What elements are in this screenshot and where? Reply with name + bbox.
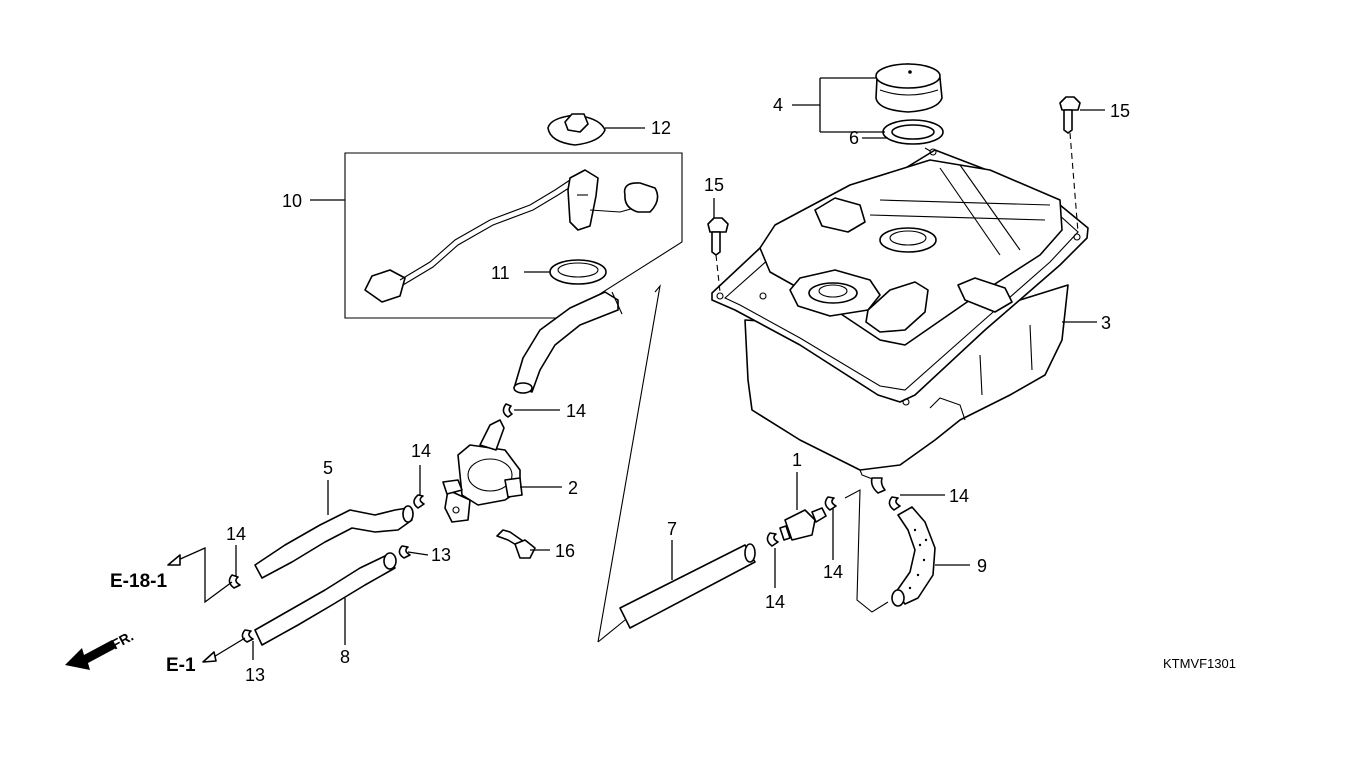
clip-14-e <box>824 496 837 511</box>
callout-4: 4 <box>773 95 783 115</box>
filler-cap <box>875 63 943 113</box>
bolt-15-left <box>707 217 729 256</box>
fuel-unit-frame <box>344 152 683 319</box>
callout-15-b: 15 <box>704 175 724 195</box>
callout-8: 8 <box>340 647 350 667</box>
fuel-unit <box>364 169 659 303</box>
reference-upper: E-18-1 <box>110 571 167 592</box>
callout-15-a: 15 <box>1110 101 1130 121</box>
front-arrow-icon <box>65 640 116 670</box>
callout-10: 10 <box>282 191 302 211</box>
callout-13-b: 13 <box>245 665 265 685</box>
bolt-15-upper <box>1059 96 1081 134</box>
hose-7 <box>619 543 756 629</box>
drawing-code: KTMVF1301 <box>1163 656 1236 671</box>
ref-arrow-lower <box>202 637 246 663</box>
callout-5: 5 <box>323 458 333 478</box>
callout-14-f: 14 <box>949 486 969 506</box>
ref-arrow-upper <box>167 546 233 604</box>
set-plate <box>547 113 606 146</box>
clip-14-f <box>888 496 901 511</box>
callout-7: 7 <box>667 519 677 539</box>
callout-14-e: 14 <box>823 562 843 582</box>
callout-13-a: 13 <box>431 545 451 565</box>
callout-12: 12 <box>651 118 671 138</box>
callout-16: 16 <box>555 541 575 561</box>
clip-13-b <box>241 629 254 643</box>
callout-9: 9 <box>977 556 987 576</box>
hose-upper <box>513 291 619 394</box>
clip-14-c <box>228 574 241 589</box>
callout-11: 11 <box>491 263 510 283</box>
cap-gasket <box>882 119 944 145</box>
clip-13-a <box>398 545 411 559</box>
hose-5 <box>254 505 414 579</box>
fuel-valve <box>779 507 827 541</box>
callout-3: 3 <box>1101 313 1111 333</box>
callout-14-b: 14 <box>411 441 431 461</box>
callout-2: 2 <box>568 478 578 498</box>
reference-lower: E-1 <box>166 655 196 676</box>
unit-packing <box>549 259 607 285</box>
clip-14-b <box>413 494 425 509</box>
hose-9 <box>891 506 936 607</box>
fuel-cock <box>442 419 523 523</box>
fuel-tank <box>711 148 1089 494</box>
callout-14-c: 14 <box>226 524 246 544</box>
callout-1: 1 <box>792 450 802 470</box>
callout-6: 6 <box>849 128 859 148</box>
clip-14-d <box>766 532 779 547</box>
callout-14-d: 14 <box>765 592 785 612</box>
bolt-16 <box>496 529 536 559</box>
hose-8 <box>254 552 397 646</box>
clip-14-a <box>502 403 513 418</box>
callout-14-a: 14 <box>566 401 586 421</box>
